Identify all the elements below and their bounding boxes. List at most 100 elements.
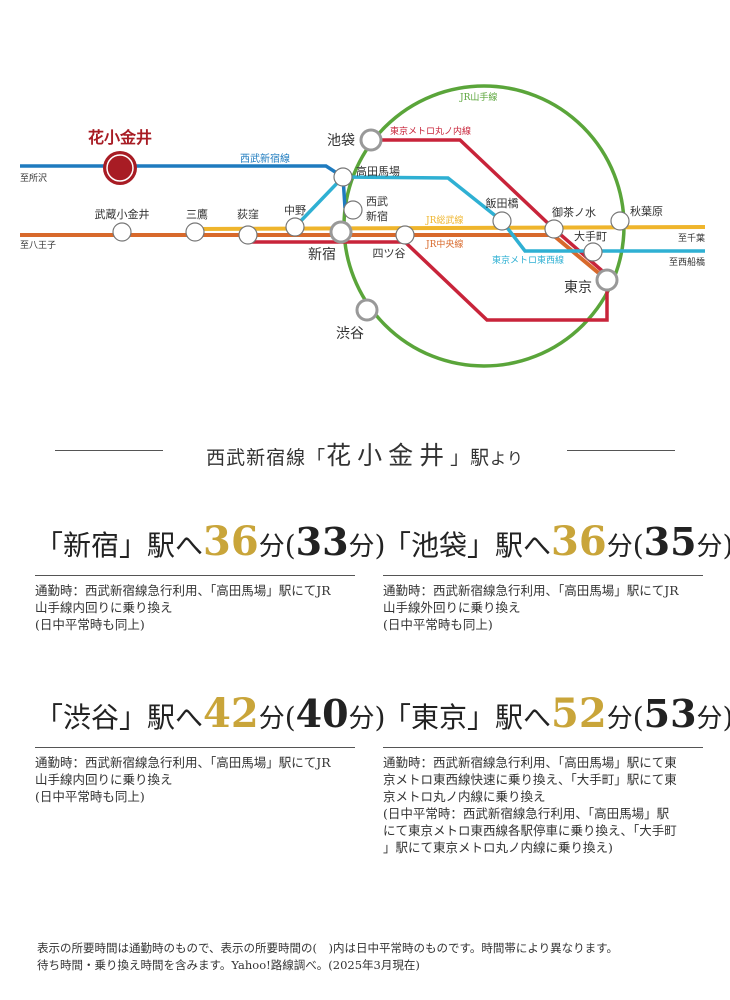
station-yotsuya xyxy=(395,225,415,245)
route-time-unit: 分 xyxy=(258,532,285,562)
route-offpeak-unit: 分 xyxy=(348,532,375,562)
tozai-line xyxy=(293,175,705,253)
station-nakano xyxy=(285,217,305,237)
station-musashikoganei xyxy=(112,222,132,242)
route-time: 36 xyxy=(551,518,607,565)
label-ikebukuro: 池袋 xyxy=(327,133,355,149)
hanakoganei-station-marker xyxy=(103,151,137,185)
divider xyxy=(35,747,355,748)
route-map: 西武新宿線 JR山手線 東京メトロ丸ノ内線 JR総武線 JR中央線 東京メトロ東… xyxy=(20,84,706,368)
divider xyxy=(383,747,703,748)
subtitle-station: 花小金井 xyxy=(326,441,451,470)
route-shibuya: 「渋谷」駅へ42分(40分) 通勤時：西武新宿線急行利用、「高田馬場」駅にてJR… xyxy=(35,690,385,805)
label-iidabashi: 飯田橋 xyxy=(486,196,519,210)
subtitle-rule-left xyxy=(55,450,163,451)
route-detail: 山手線内回りに乗り換え xyxy=(35,600,173,615)
label-ochanomizu: 御茶ノ水 xyxy=(552,205,596,219)
route-detail: 通勤時：西武新宿線急行利用、「高田馬場」駅にてJR xyxy=(35,583,331,598)
subtitle-rule-right xyxy=(567,450,675,451)
route-tokyo: 「東京」駅へ52分(53分) 通勤時：西武新宿線急行利用、「高田馬場」駅にて東 … xyxy=(383,690,730,856)
subtitle-line: 西武新宿線「 xyxy=(206,447,327,469)
station-tokyo xyxy=(595,268,619,292)
station-shibuya xyxy=(355,298,379,322)
route-offpeak-unit: 分 xyxy=(696,704,723,734)
marunouchi-line-label: 東京メトロ丸ノ内線 xyxy=(390,125,471,137)
direction-tokorozawa: 至所沢 xyxy=(20,172,47,184)
paren-close: ) xyxy=(723,701,730,734)
route-destination: 「東京」駅へ xyxy=(383,701,552,734)
station-ochanomizu xyxy=(544,219,564,239)
label-musashikoganei: 武蔵小金井 xyxy=(95,207,150,221)
label-akihabara: 秋葉原 xyxy=(630,204,663,218)
yamanote-line-label: JR山手線 xyxy=(459,91,497,103)
station-shinjuku xyxy=(329,220,353,244)
route-destination: 「渋谷」駅へ xyxy=(35,701,204,734)
route-detail: 山手線外回りに乗り換え xyxy=(383,600,521,615)
route-detail: (日中平常時も同上) xyxy=(35,617,145,632)
route-offpeak-time: 33 xyxy=(295,519,349,564)
label-otemachi: 大手町 xyxy=(574,229,607,243)
paren-close: ) xyxy=(374,701,386,734)
route-offpeak-time: 35 xyxy=(643,519,697,564)
route-detail: 通勤時：西武新宿線急行利用、「高田馬場」駅にてJR xyxy=(35,755,331,770)
sobu-line-label: JR総武線 xyxy=(425,214,463,226)
label-shibuya: 渋谷 xyxy=(336,326,364,342)
label-takadanobaba: 高田馬場 xyxy=(356,164,400,178)
route-detail: 山手線内回りに乗り換え xyxy=(35,772,173,787)
route-detail: (日中平常時も同上) xyxy=(35,789,145,804)
paren-close: ) xyxy=(374,529,386,562)
label-mitaka: 三鷹 xyxy=(186,207,208,221)
station-mitaka xyxy=(185,222,205,242)
label-tokyo: 東京 xyxy=(564,280,592,296)
station-iidabashi xyxy=(492,211,512,231)
route-detail: 」駅にて東京メトロ丸ノ内線に乗り換え) xyxy=(383,840,613,855)
station-ikebukuro xyxy=(359,128,383,152)
route-offpeak-unit: 分 xyxy=(696,532,723,562)
direction-hachioji: 至八王子 xyxy=(20,240,56,251)
route-offpeak-unit: 分 xyxy=(348,704,375,734)
route-offpeak-time: 40 xyxy=(295,691,349,736)
subtitle: 西武新宿線「花小金井」駅より xyxy=(0,432,730,470)
route-time: 36 xyxy=(203,518,259,565)
route-detail: にて東京メトロ東西線各駅停車に乗り換え、「大手町 xyxy=(383,823,677,838)
sobu-line xyxy=(194,225,706,231)
route-detail: 通勤時：西武新宿線急行利用、「高田馬場」駅にてJR xyxy=(383,583,679,598)
station-ogikubo xyxy=(238,225,258,245)
paren-open: ( xyxy=(284,701,296,734)
tozai-line-label: 東京メトロ東西線 xyxy=(492,254,564,266)
route-offpeak-time: 53 xyxy=(643,691,697,736)
label-yotsuya: 四ツ谷 xyxy=(373,247,406,260)
seibu-shinjuku-line xyxy=(20,164,347,209)
route-detail: 京メトロ丸ノ内線に乗り換え xyxy=(383,789,546,804)
footnote: 表示の所要時間は通勤時のもので、表示の所要時間の( )内は日中平常時のものです。… xyxy=(37,940,618,974)
route-time-unit: 分 xyxy=(606,704,633,734)
marunouchi-line-south xyxy=(248,240,609,322)
station-takadanobaba xyxy=(333,167,353,187)
subtitle-suffix: より xyxy=(490,449,524,468)
station-akihabara xyxy=(610,211,630,231)
seibu-line-label: 西武新宿線 xyxy=(240,152,290,165)
paren-close: ) xyxy=(723,529,730,562)
route-detail: (日中平常時も同上) xyxy=(383,617,493,632)
route-destination: 「新宿」駅へ xyxy=(35,529,204,562)
route-time: 52 xyxy=(551,690,607,737)
route-shinjuku: 「新宿」駅へ36分(33分) 通勤時：西武新宿線急行利用、「高田馬場」駅にてJR… xyxy=(35,518,385,633)
footnote-line: 表示の所要時間は通勤時のもので、表示の所要時間の( )内は日中平常時のものです。… xyxy=(37,941,618,955)
label-ogikubo: 荻窪 xyxy=(237,207,259,221)
subtitle-eki: 」駅 xyxy=(450,447,491,469)
paren-open: ( xyxy=(632,529,644,562)
route-destination: 「池袋」駅へ xyxy=(383,529,552,562)
label-seibushinjuku-2: 新宿 xyxy=(366,209,388,223)
route-detail: (日中平常時：西武新宿線急行利用、「高田馬場」駅 xyxy=(383,806,670,821)
station-seibushinjuku xyxy=(343,200,363,220)
route-detail: 通勤時：西武新宿線急行利用、「高田馬場」駅にて東 xyxy=(383,755,677,770)
route-time: 42 xyxy=(203,690,259,737)
direction-nishifunabashi: 至西船橋 xyxy=(669,256,705,268)
route-detail: 京メトロ東西線快速に乗り換え、「大手町」駅にて東 xyxy=(383,772,677,787)
paren-open: ( xyxy=(284,529,296,562)
footnote-line: 待ち時間・乗り換え時間を含みます。Yahoo!路線調べ。(2025年3月現在) xyxy=(37,958,420,972)
chuo-line-label: JR中央線 xyxy=(425,238,463,250)
hanakoganei-label: 花小金井 xyxy=(88,128,152,147)
divider xyxy=(35,575,355,576)
